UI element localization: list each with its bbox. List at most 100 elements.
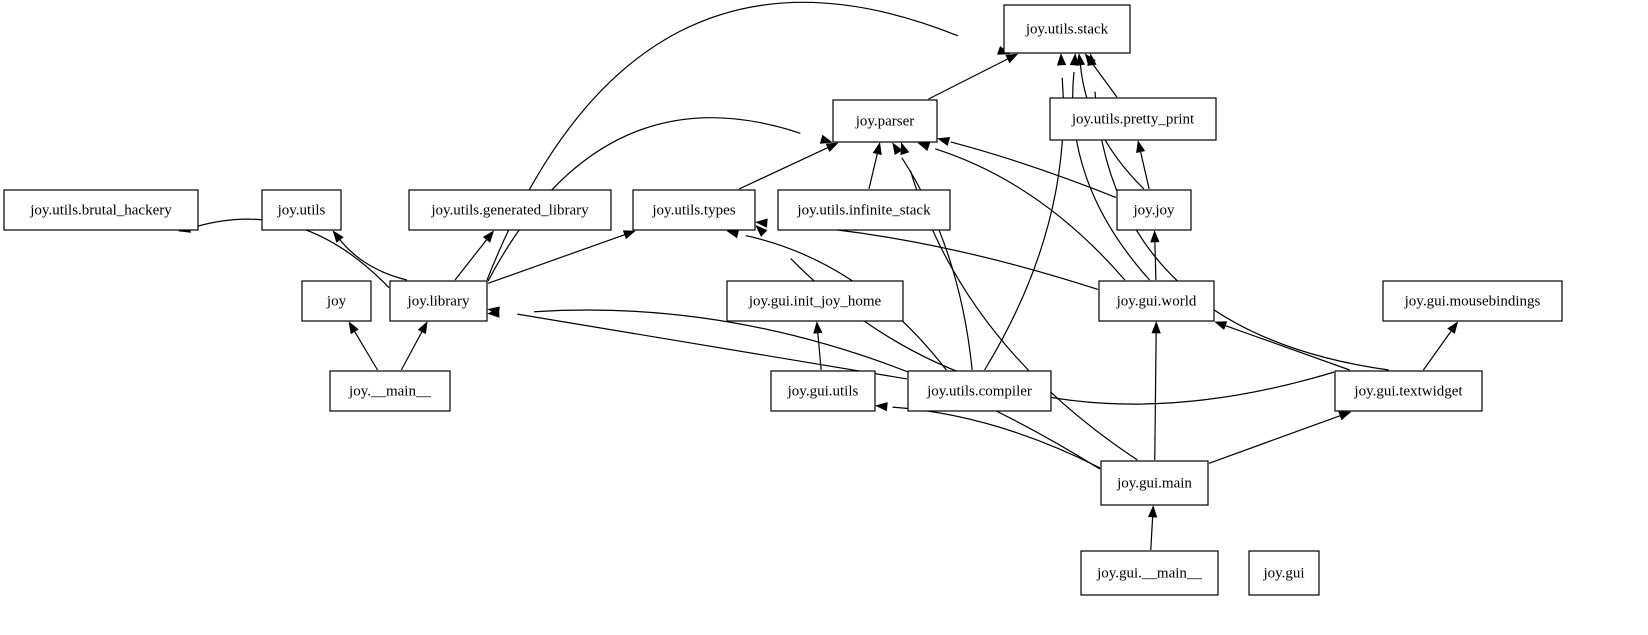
graph-node[interactable]: joy.gui.init_joy_home xyxy=(726,280,904,322)
node-box[interactable] xyxy=(1382,280,1563,322)
node-box[interactable] xyxy=(1003,4,1131,54)
node-label: joy.utils.brutal_hackery xyxy=(29,202,172,218)
graph-edge xyxy=(332,230,408,281)
node-label: joy.utils.types xyxy=(651,202,735,218)
node-label: joy.gui.main xyxy=(1116,475,1192,491)
edge-line xyxy=(336,235,408,281)
graph-node[interactable]: joy.utils.compiler xyxy=(907,370,1052,412)
node-box[interactable] xyxy=(389,280,488,322)
graph-node[interactable]: joy.gui.world xyxy=(1098,280,1215,322)
node-box[interactable] xyxy=(1100,460,1209,506)
edge-line xyxy=(400,325,426,371)
edge-line xyxy=(486,1,959,281)
arrowhead-icon xyxy=(417,321,428,335)
node-label: joy.library xyxy=(407,293,470,309)
node-box[interactable] xyxy=(907,370,1052,412)
graph-edge xyxy=(937,137,1117,198)
edge-line xyxy=(928,56,1012,100)
edge-line xyxy=(780,223,1099,291)
graph-node[interactable]: joy.utils.infinite_stack xyxy=(777,189,951,231)
graph-node[interactable]: joy.gui.mousebindings xyxy=(1382,280,1563,322)
node-label: joy.gui.textwidget xyxy=(1353,383,1463,399)
arrowhead-icon xyxy=(1147,505,1158,518)
graph-node[interactable]: joy.gui.textwidget xyxy=(1334,370,1483,412)
arrowhead-icon xyxy=(1338,411,1352,421)
edge-line xyxy=(487,234,625,284)
node-label: joy.gui.world xyxy=(1116,293,1197,309)
arrowhead-icon xyxy=(482,230,495,243)
arrowhead-icon xyxy=(819,134,833,144)
graph-edge xyxy=(1214,321,1350,371)
edge-line xyxy=(517,313,908,380)
node-label: joy.parser xyxy=(855,113,915,129)
edge-line xyxy=(1422,325,1456,371)
arrowhead-icon xyxy=(1447,321,1459,334)
graph-node[interactable]: joy.utils.pretty_print xyxy=(1049,97,1217,141)
graph-node[interactable]: joy.__main__ xyxy=(329,370,451,412)
graph-node[interactable]: joy.joy xyxy=(1116,189,1192,231)
graph-edge xyxy=(868,142,882,190)
edge-line xyxy=(950,141,1117,198)
edge-line xyxy=(350,325,379,371)
arrowhead-icon xyxy=(1075,53,1086,66)
graph-edge xyxy=(400,321,428,371)
graph-node[interactable]: joy xyxy=(301,280,372,322)
arrowhead-icon xyxy=(813,321,823,334)
node-box[interactable] xyxy=(777,189,951,231)
node-box[interactable] xyxy=(301,280,372,322)
graph-edge xyxy=(487,230,636,284)
edge-line xyxy=(1154,331,1157,461)
node-box[interactable] xyxy=(632,189,756,231)
node-box[interactable] xyxy=(261,189,342,231)
graph-node[interactable]: joy.utils xyxy=(261,189,342,231)
node-label: joy.utils xyxy=(277,202,326,218)
graph-node[interactable]: joy.utils.brutal_hackery xyxy=(3,189,199,231)
node-box[interactable] xyxy=(329,370,451,412)
graph-node[interactable]: joy.gui.__main__ xyxy=(1080,550,1219,596)
graph-edge xyxy=(1147,505,1158,551)
edge-line xyxy=(901,157,973,371)
node-label: joy.__main__ xyxy=(348,383,431,399)
graph-node[interactable]: joy.parser xyxy=(832,99,938,143)
graph-node[interactable]: joy.gui.main xyxy=(1100,460,1209,506)
arrowhead-icon xyxy=(872,142,882,156)
edge-line xyxy=(534,309,1101,470)
graph-edge xyxy=(917,142,1126,281)
node-box[interactable] xyxy=(1248,550,1320,596)
node-box[interactable] xyxy=(1049,97,1217,141)
node-box[interactable] xyxy=(770,370,876,412)
node-box[interactable] xyxy=(832,99,938,143)
arrowhead-icon xyxy=(1056,53,1067,66)
edge-line xyxy=(454,234,492,281)
node-box[interactable] xyxy=(1098,280,1215,322)
graph-node[interactable]: joy.library xyxy=(389,280,488,322)
graph-edge xyxy=(348,321,379,371)
node-label: joy.utils.generated_library xyxy=(430,202,589,218)
arrowhead-icon xyxy=(937,137,951,146)
graph-node[interactable]: joy.gui.utils xyxy=(770,370,876,412)
graph-edge xyxy=(1136,140,1150,190)
graph-edge xyxy=(487,308,1101,470)
arrowhead-icon xyxy=(892,142,903,156)
arrowhead-icon xyxy=(1151,321,1161,334)
arrowhead-icon xyxy=(755,225,768,237)
node-box[interactable] xyxy=(1334,370,1483,412)
node-label: joy.gui.utils xyxy=(787,383,859,399)
node-box[interactable] xyxy=(726,280,904,322)
arrowhead-icon xyxy=(1136,140,1146,154)
graph-node[interactable]: joy.utils.types xyxy=(632,189,756,231)
graph-node[interactable]: joy.gui xyxy=(1248,550,1320,596)
graph-node[interactable]: joy.utils.stack xyxy=(1003,4,1131,54)
node-box[interactable] xyxy=(408,189,612,231)
edge-line xyxy=(738,145,832,190)
arrowhead-icon xyxy=(332,230,344,243)
edges-layer xyxy=(178,1,1459,551)
node-box[interactable] xyxy=(3,189,199,231)
graph-node[interactable]: joy.utils.generated_library xyxy=(408,189,612,231)
arrowhead-icon xyxy=(755,218,768,228)
edge-line xyxy=(1224,324,1350,371)
node-box[interactable] xyxy=(1116,189,1192,231)
node-box[interactable] xyxy=(1080,550,1219,596)
